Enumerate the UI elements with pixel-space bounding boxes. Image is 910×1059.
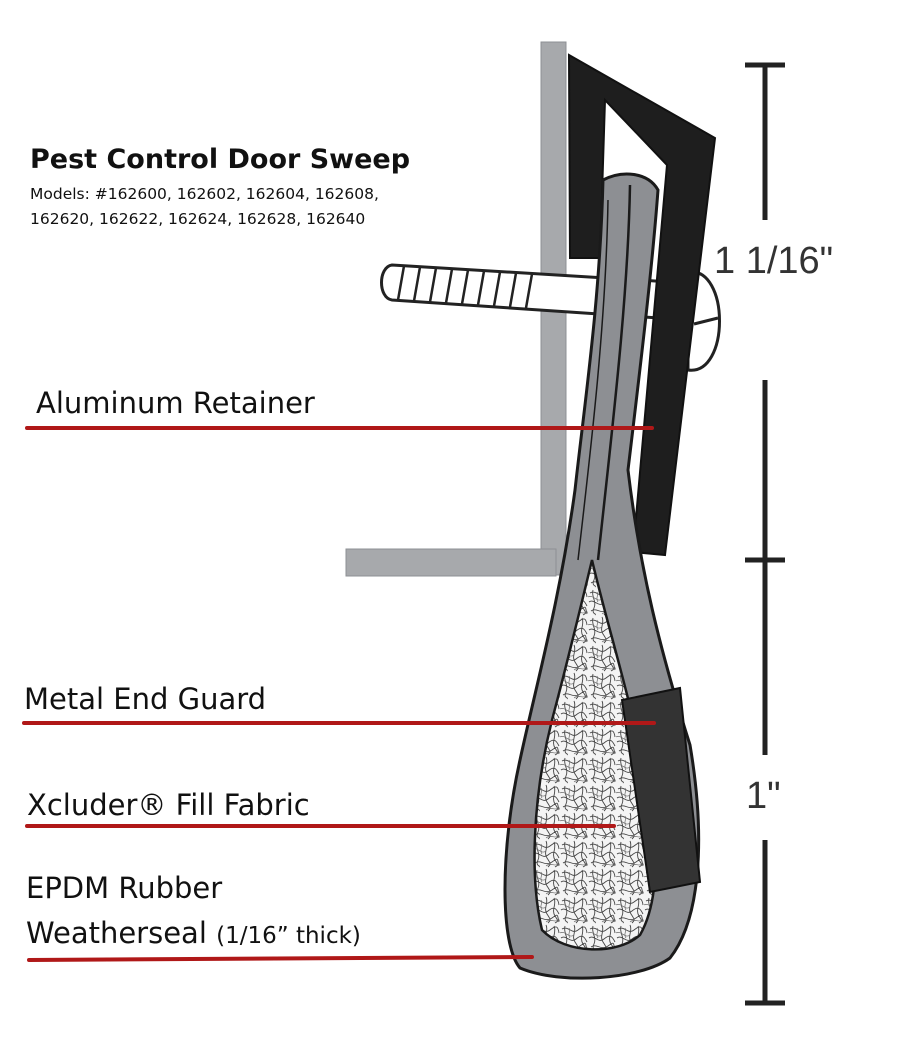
label-thickness: (1/16” thick) [216,923,361,949]
dimension-bottom: 1" [746,775,781,817]
models-line-2: 162620, 162622, 162624, 162628, 162640 [30,210,366,228]
label-weatherseal-text: Weatherseal [26,916,207,950]
models-line-1: Models: #162600, 162602, 162604, 162608, [30,185,379,203]
page-title: Pest Control Door Sweep [30,144,411,175]
metal-end-guard [620,686,702,894]
label-fill-fabric: Xcluder® Fill Fabric [27,788,310,822]
label-epdm-rubber: EPDM Rubber [26,871,223,905]
retainer-flange [345,548,557,577]
label-weatherseal: Weatherseal (1/16” thick) [26,916,361,950]
leader-epdm-rubber [27,955,534,962]
retainer-clip [567,53,717,557]
dimension-top: 1 1/16" [714,240,834,282]
leader-lines [22,426,656,962]
label-aluminum-retainer: Aluminum Retainer [36,386,315,420]
label-metal-end-guard: Metal End Guard [24,682,267,716]
dimension-markers [745,62,785,1006]
